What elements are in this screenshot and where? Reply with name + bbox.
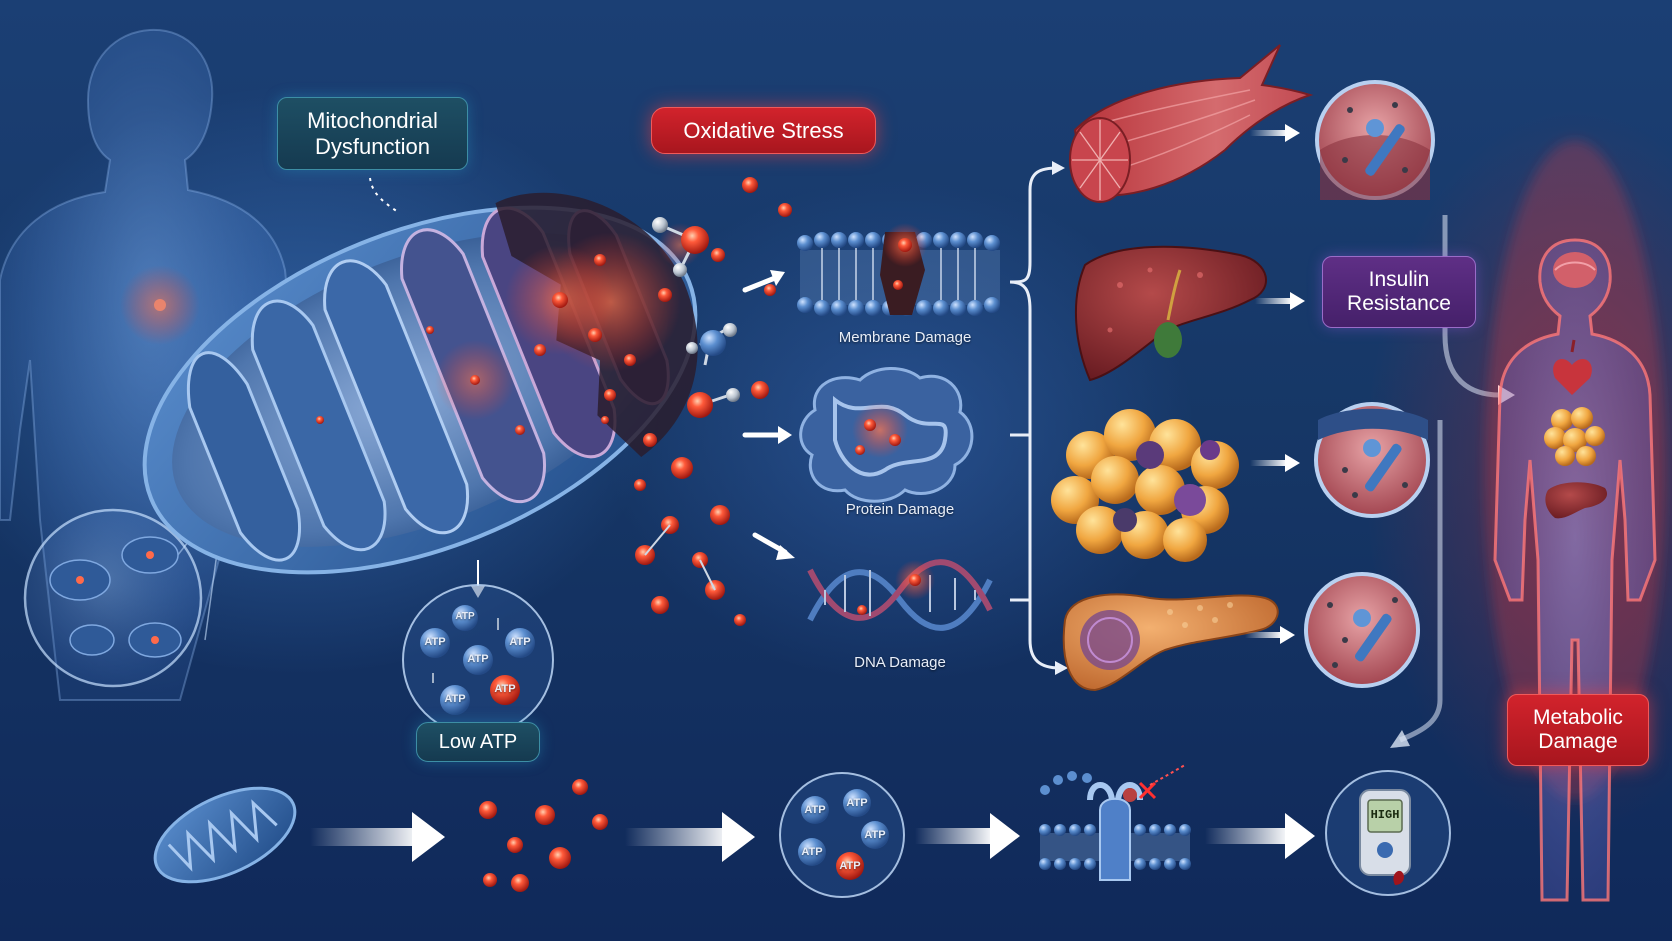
bottom-arrows xyxy=(310,812,1315,862)
mito-label-line1: Mitochondrial xyxy=(307,108,438,134)
oxidative-stress-text: Oxidative Stress xyxy=(683,117,844,143)
atp-label-5: ATP xyxy=(444,693,466,705)
cell-zoom-bubble-icon xyxy=(23,482,238,688)
low-atp-label: Low ATP xyxy=(416,722,540,762)
insulin-resistance-label: Insulin Resistance xyxy=(1322,256,1476,328)
receptor-circle-pancreas xyxy=(1304,572,1420,688)
atp-label-6: ATP xyxy=(494,683,516,695)
fat-cells-icon xyxy=(1051,409,1239,562)
insulin-label-line2: Resistance xyxy=(1347,292,1451,315)
atp-circle-icon xyxy=(402,560,554,736)
organ-bracket xyxy=(1009,161,1068,675)
liver-icon xyxy=(1074,245,1267,382)
receptor-circle-fat xyxy=(1314,402,1430,518)
glucometer-icon xyxy=(1325,770,1451,896)
glucometer-reading: HIGH xyxy=(1370,808,1400,822)
atp-label-1: ATP xyxy=(455,611,475,622)
membrane-damage-icon xyxy=(797,223,1000,316)
bottom-atp-label-2: ATP xyxy=(846,797,868,809)
bottom-radicals-icon xyxy=(479,779,608,892)
metabolic-label-line1: Metabolic xyxy=(1533,705,1623,729)
bottom-atp-label-1: ATP xyxy=(804,804,826,816)
organ-arrows xyxy=(1245,124,1305,644)
insulin-label-line1: Insulin xyxy=(1368,267,1430,291)
radical-cluster-icon xyxy=(652,217,725,277)
oxidative-stress-label: Oxidative Stress xyxy=(651,107,876,154)
metabolic-label-line2: Damage xyxy=(1538,730,1618,753)
free-radicals xyxy=(601,177,792,626)
mito-label-line2: Dysfunction xyxy=(315,133,430,159)
bottom-atp-label-4: ATP xyxy=(801,846,823,858)
bottom-atp-label-5: ATP xyxy=(839,860,861,872)
receptor-circle-muscle xyxy=(1315,80,1435,200)
atp-label-4: ATP xyxy=(467,653,489,665)
mitochondrial-dysfunction-label: Mitochondrial Dysfunction xyxy=(277,97,468,170)
radical-to-damage-arrows xyxy=(742,270,795,560)
low-atp-text: Low ATP xyxy=(438,730,518,753)
dna-damage-caption: DNA Damage xyxy=(854,654,946,671)
pancreas-icon xyxy=(1062,593,1279,692)
insulin-receptor-icon xyxy=(1039,764,1191,881)
protein-damage-icon xyxy=(799,367,974,503)
atp-label-3: ATP xyxy=(509,636,531,648)
atp-label-2: ATP xyxy=(424,636,446,648)
mitochondrion-icon xyxy=(142,192,698,575)
bottom-atp-circle-icon xyxy=(779,772,905,898)
human-organs-icon xyxy=(1485,140,1665,902)
oxygen-molecule-icon xyxy=(686,323,737,366)
bottom-atp-label-3: ATP xyxy=(864,829,886,841)
dna-damage-icon xyxy=(807,559,993,631)
membrane-damage-caption: Membrane Damage xyxy=(838,329,972,346)
muscle-icon xyxy=(1069,44,1314,203)
metabolic-damage-label: Metabolic Damage xyxy=(1507,694,1649,766)
protein-damage-caption: Protein Damage xyxy=(845,501,955,518)
bottom-mitochondrion-icon xyxy=(153,786,297,884)
